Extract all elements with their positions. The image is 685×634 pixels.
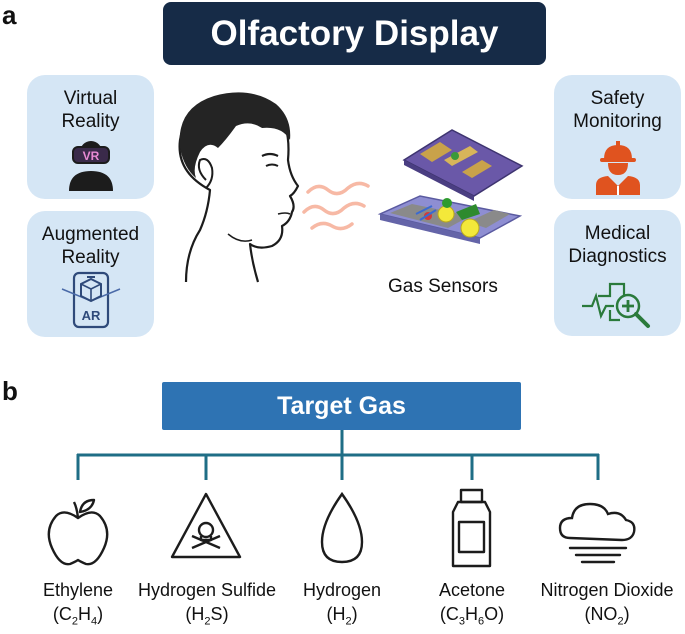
virtual-reality-label: Virtual Reality <box>61 88 120 132</box>
vr-headset-icon: VR <box>68 141 113 191</box>
safety-worker-icon <box>595 141 640 195</box>
apple-icon <box>47 498 109 566</box>
olfactory-display-title: Olfactory Display <box>163 2 546 65</box>
augmented-reality-card: Augmented Reality AR <box>27 211 154 337</box>
head-outline <box>178 92 300 283</box>
gas-formula: (H2S) <box>185 604 229 628</box>
ar-phone-icon: AR <box>61 271 120 329</box>
acetone-bottle-icon <box>451 488 492 568</box>
panel-b-letter: b <box>2 376 18 406</box>
panel-a-letter: a <box>2 0 17 30</box>
gas-name: Acetone <box>438 580 506 600</box>
target-gas-title: Target Gas <box>162 382 521 430</box>
gas-sensor-chips-illustration <box>377 129 524 244</box>
cloud-haze-icon <box>558 502 636 564</box>
safety-monitoring-label: Safety Monitoring <box>573 88 662 132</box>
augmented-reality-label: Augmented Reality <box>41 224 140 268</box>
gas-formula: (C3H6O) <box>439 604 505 628</box>
safety-monitoring-card: Safety Monitoring <box>554 75 681 199</box>
gas-formula: (C2H4) <box>52 604 104 628</box>
vr-headset-text: VR <box>82 149 99 163</box>
water-droplet-icon <box>320 491 364 564</box>
gas-name: Hydrogen Sulfide <box>137 580 277 600</box>
gas-label-acetone: Acetone (C3H6O) <box>412 578 532 634</box>
gas-name: Ethylene <box>42 580 114 600</box>
gas-label-ethylene: Ethylene (C2H4) <box>22 578 134 634</box>
gas-label-hydrogen: Hydrogen (H2) <box>290 578 394 634</box>
gas-name: Nitrogen Dioxide <box>540 580 674 600</box>
gas-sensors-label: Gas Sensors <box>388 276 498 297</box>
toxic-hazard-icon <box>170 492 242 559</box>
medical-diagnostics-label: Medical Diagnostics <box>568 223 667 267</box>
virtual-reality-card: Virtual Reality VR <box>27 75 154 199</box>
gas-label-nitrogen-dioxide: Nitrogen Dioxide (NO2) <box>534 578 680 634</box>
tree-connector-lines <box>76 430 600 480</box>
odor-waves-icon <box>302 181 370 231</box>
gas-formula: (H2) <box>326 604 358 628</box>
ar-phone-text: AR <box>81 308 100 323</box>
medical-diagnostics-card: Medical Diagnostics <box>554 210 681 336</box>
gas-formula: (NO2) <box>584 604 630 628</box>
gas-label-hydrogen-sulfide: Hydrogen Sulfide (H2S) <box>134 578 280 634</box>
medical-magnifier-icon <box>581 282 650 328</box>
gas-name: Hydrogen <box>302 580 382 600</box>
